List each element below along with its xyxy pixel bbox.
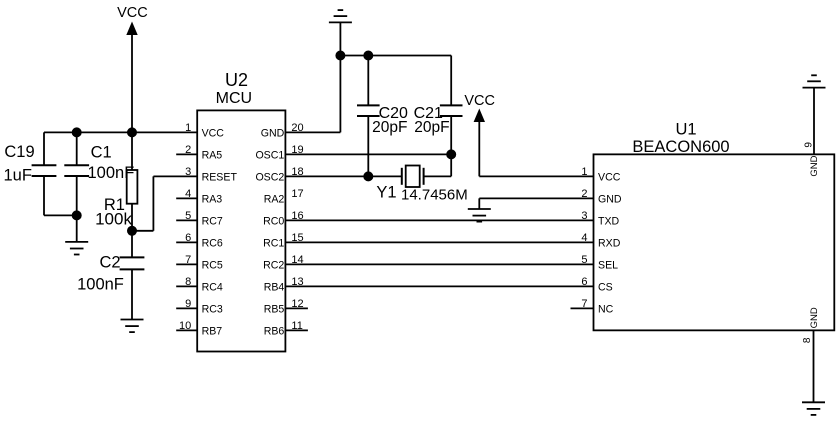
svg-text:8: 8 bbox=[802, 337, 813, 343]
svg-text:20: 20 bbox=[291, 122, 303, 134]
svg-text:19: 19 bbox=[291, 144, 303, 156]
svg-text:4: 4 bbox=[581, 232, 587, 244]
svg-text:3: 3 bbox=[581, 210, 587, 222]
svg-text:100k: 100k bbox=[95, 210, 132, 229]
svg-text:U2: U2 bbox=[225, 70, 248, 90]
svg-text:14: 14 bbox=[291, 254, 303, 266]
svg-text:9: 9 bbox=[185, 298, 191, 310]
svg-text:R1: R1 bbox=[104, 196, 125, 214]
svg-text:2: 2 bbox=[185, 144, 191, 156]
svg-text:RB4: RB4 bbox=[264, 282, 285, 294]
svg-text:15: 15 bbox=[291, 232, 303, 244]
svg-text:RC6: RC6 bbox=[202, 238, 223, 250]
svg-text:RC5: RC5 bbox=[202, 260, 223, 272]
svg-text:100nF: 100nF bbox=[77, 275, 124, 293]
svg-text:VCC: VCC bbox=[598, 172, 621, 184]
svg-text:RA3: RA3 bbox=[202, 194, 223, 206]
svg-text:4: 4 bbox=[185, 188, 191, 200]
svg-text:18: 18 bbox=[291, 166, 303, 178]
svg-text:9: 9 bbox=[803, 142, 814, 148]
svg-text:10: 10 bbox=[179, 320, 191, 332]
svg-text:1: 1 bbox=[581, 166, 587, 178]
svg-text:OSC1: OSC1 bbox=[255, 150, 284, 162]
svg-text:C1: C1 bbox=[91, 143, 112, 161]
svg-text:RB6: RB6 bbox=[264, 326, 285, 338]
svg-text:C21: C21 bbox=[414, 105, 443, 122]
svg-text:GND: GND bbox=[809, 155, 820, 176]
svg-text:SEL: SEL bbox=[598, 260, 618, 272]
svg-text:VCC: VCC bbox=[117, 5, 148, 21]
svg-text:C19: C19 bbox=[4, 143, 34, 161]
svg-text:1uF: 1uF bbox=[4, 167, 32, 185]
svg-text:CS: CS bbox=[598, 282, 613, 294]
svg-text:RA5: RA5 bbox=[202, 150, 223, 162]
svg-text:RC2: RC2 bbox=[263, 260, 284, 272]
svg-text:C2: C2 bbox=[100, 254, 121, 272]
svg-text:2: 2 bbox=[581, 188, 587, 200]
svg-text:NC: NC bbox=[598, 304, 614, 316]
svg-text:BEACON600: BEACON600 bbox=[632, 138, 729, 156]
svg-text:12: 12 bbox=[291, 298, 303, 310]
svg-text:3: 3 bbox=[185, 166, 191, 178]
svg-text:RESET: RESET bbox=[202, 172, 238, 184]
svg-text:GND: GND bbox=[598, 194, 622, 206]
svg-text:13: 13 bbox=[291, 276, 303, 288]
svg-text:20pF: 20pF bbox=[372, 119, 407, 136]
svg-text:RC1: RC1 bbox=[263, 238, 284, 250]
svg-text:1: 1 bbox=[185, 122, 191, 134]
svg-text:6: 6 bbox=[581, 276, 587, 288]
svg-text:MCU: MCU bbox=[216, 90, 252, 107]
svg-text:RC0: RC0 bbox=[263, 216, 284, 228]
svg-text:RC4: RC4 bbox=[202, 282, 223, 294]
svg-text:6: 6 bbox=[185, 232, 191, 244]
svg-text:11: 11 bbox=[291, 320, 302, 332]
svg-text:RA2: RA2 bbox=[264, 194, 285, 206]
svg-text:RB7: RB7 bbox=[202, 326, 223, 338]
svg-text:7: 7 bbox=[581, 298, 587, 310]
svg-text:8: 8 bbox=[185, 276, 191, 288]
svg-text:5: 5 bbox=[185, 210, 191, 222]
svg-text:VCC: VCC bbox=[464, 93, 495, 109]
svg-text:16: 16 bbox=[291, 210, 303, 222]
svg-text:TXD: TXD bbox=[598, 216, 620, 228]
svg-text:U1: U1 bbox=[675, 121, 696, 139]
svg-text:RC7: RC7 bbox=[202, 216, 223, 228]
svg-text:RC3: RC3 bbox=[202, 304, 223, 316]
svg-text:100nF: 100nF bbox=[88, 164, 135, 182]
svg-text:GND: GND bbox=[261, 128, 285, 140]
svg-text:VCC: VCC bbox=[202, 128, 225, 140]
svg-text:OSC2: OSC2 bbox=[255, 172, 284, 184]
svg-text:GND: GND bbox=[809, 307, 820, 328]
svg-text:5: 5 bbox=[581, 254, 587, 266]
svg-text:20pF: 20pF bbox=[414, 119, 449, 136]
svg-text:RXD: RXD bbox=[598, 238, 621, 250]
svg-text:7: 7 bbox=[185, 254, 191, 266]
svg-text:17: 17 bbox=[291, 188, 303, 200]
svg-text:Y1: Y1 bbox=[376, 183, 396, 201]
svg-text:RB5: RB5 bbox=[264, 304, 285, 316]
svg-text:14.7456M: 14.7456M bbox=[401, 187, 468, 204]
svg-text:C20: C20 bbox=[379, 105, 408, 122]
